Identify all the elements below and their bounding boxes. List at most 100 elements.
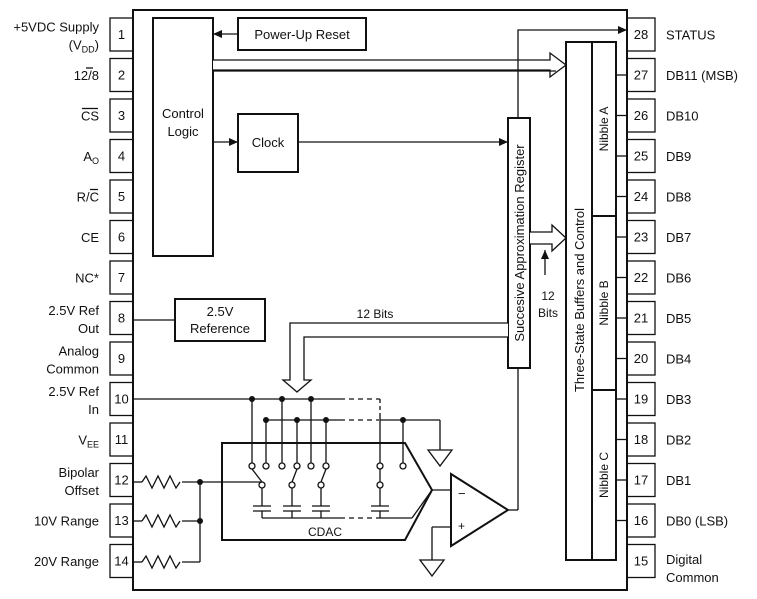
pin-label: DB2 bbox=[666, 433, 691, 448]
sar-block: Succesive Approximation Register bbox=[507, 117, 531, 369]
pin-13: 13 10V Range bbox=[34, 503, 134, 538]
pin-19: 19 DB3 bbox=[616, 381, 691, 417]
reference-label-1: 2.5V bbox=[207, 304, 234, 319]
control-logic-label-2: Logic bbox=[167, 124, 199, 139]
pin-label: 10V Range bbox=[34, 514, 99, 529]
pin-label: R/C bbox=[77, 190, 99, 205]
input-resistor-network bbox=[133, 474, 262, 570]
pin-label: STATUS bbox=[666, 28, 716, 43]
sar-to-buffers-arrow bbox=[530, 223, 567, 253]
pin-label: DB6 bbox=[666, 271, 691, 286]
pin-label-part: (V bbox=[69, 38, 82, 53]
pin-number: 15 bbox=[634, 554, 648, 569]
pin-label: DB3 bbox=[666, 392, 691, 407]
pin-label-part: V bbox=[78, 433, 87, 448]
pin-label: CS bbox=[81, 109, 99, 124]
pin-17: 17 DB1 bbox=[616, 462, 691, 498]
pin-number: 17 bbox=[634, 473, 648, 488]
pin-18: 18 DB2 bbox=[616, 422, 691, 457]
pin-3: 3 CS bbox=[81, 98, 134, 133]
pin-label-subscript: EE bbox=[87, 440, 99, 450]
pin-26: 26 DB10 bbox=[616, 98, 699, 133]
comparator-plus: + bbox=[458, 519, 465, 533]
power-up-reset-block: Power-Up Reset bbox=[213, 17, 367, 51]
pin-label: 20V Range bbox=[34, 554, 99, 569]
pin-number: 10 bbox=[114, 392, 128, 407]
pin-label: Analog bbox=[59, 344, 99, 359]
three-state-buffers-block: Three-State Buffers and Control Nibble A… bbox=[565, 41, 617, 561]
control-bus-arrow-upper bbox=[213, 51, 568, 79]
pin-label-line-2: Offset bbox=[65, 483, 100, 498]
pin-label: DB7 bbox=[666, 230, 691, 245]
pin-11: 11 VEE bbox=[78, 422, 134, 457]
pin-number: 6 bbox=[118, 230, 125, 245]
pin-1: 1 +5VDC Supply (VDD) bbox=[13, 17, 134, 55]
pin-label-subscript: DD bbox=[82, 45, 95, 55]
pin-label: VEE bbox=[78, 433, 99, 450]
pin-label-line-2: Out bbox=[78, 321, 99, 336]
dac-bits-label: 12 Bits bbox=[357, 307, 394, 321]
sar-bits-label: Bits bbox=[538, 306, 558, 320]
pin-number: 27 bbox=[634, 68, 648, 83]
pin-number: 16 bbox=[634, 513, 648, 528]
pin-number: 23 bbox=[634, 230, 648, 245]
pin-label: 2.5V Ref bbox=[48, 384, 99, 399]
pin-label: CE bbox=[81, 230, 99, 245]
pin-label: DB1 bbox=[666, 473, 691, 488]
pin-label: DB9 bbox=[666, 149, 691, 164]
pin-2: 2 12/8 bbox=[74, 57, 134, 93]
pin-label: AO bbox=[83, 149, 99, 166]
pin-number: 24 bbox=[634, 189, 648, 204]
buffers-label: Three-State Buffers and Control bbox=[572, 208, 587, 392]
pin-number: 21 bbox=[634, 311, 648, 326]
pin-number: 20 bbox=[634, 351, 648, 366]
pin-number: 13 bbox=[114, 513, 128, 528]
pin-number: 25 bbox=[634, 149, 648, 164]
pin-number: 19 bbox=[634, 392, 648, 407]
pin-label: 12/8 bbox=[74, 68, 99, 83]
pin-label: Bipolar bbox=[59, 465, 100, 480]
reference-block: 2.5V Reference bbox=[133, 298, 266, 342]
reference-label-2: Reference bbox=[190, 321, 250, 336]
sar-to-cdac-bus-arrow bbox=[281, 322, 508, 393]
cdac-block: CDAC bbox=[221, 442, 451, 541]
pin-number: 4 bbox=[118, 149, 125, 164]
nibble-a-label: Nibble A bbox=[597, 107, 611, 152]
pin-23: 23 DB7 bbox=[616, 219, 691, 255]
pin-number: 11 bbox=[115, 432, 129, 447]
pin-number: 18 bbox=[634, 432, 648, 447]
pin-label-part: ) bbox=[95, 38, 99, 53]
comparator: − + bbox=[418, 368, 519, 578]
pin-number: 5 bbox=[118, 189, 125, 204]
pin-number: 3 bbox=[118, 108, 125, 123]
left-pin-group: 1 +5VDC Supply (VDD) 2 12/8 3 CS 4 AO 5 R/C 6 CE 7NC*… bbox=[13, 17, 134, 579]
pin-label-line-2: Common bbox=[46, 362, 99, 377]
pin-6: 6 CE bbox=[81, 219, 134, 255]
pin-label-line-2: (VDD) bbox=[69, 38, 99, 55]
pin-number: 2 bbox=[118, 68, 125, 83]
pin-number: 26 bbox=[634, 108, 648, 123]
pin-label: +5VDC Supply bbox=[13, 20, 99, 35]
clock-block: Clock bbox=[213, 113, 508, 173]
pin-label-line-2: In bbox=[88, 402, 99, 417]
control-logic-label-1: Control bbox=[162, 106, 204, 121]
control-logic-block: Control Logic bbox=[152, 17, 214, 257]
status-line bbox=[517, 29, 627, 118]
chip-outline bbox=[132, 9, 628, 591]
pin-label: DB10 bbox=[666, 109, 699, 124]
sar-bits-count: 12 bbox=[541, 289, 555, 303]
pin-number: 1 bbox=[118, 27, 125, 42]
pin-number: 8 bbox=[118, 311, 125, 326]
pin-7: 7NC* bbox=[75, 260, 134, 295]
